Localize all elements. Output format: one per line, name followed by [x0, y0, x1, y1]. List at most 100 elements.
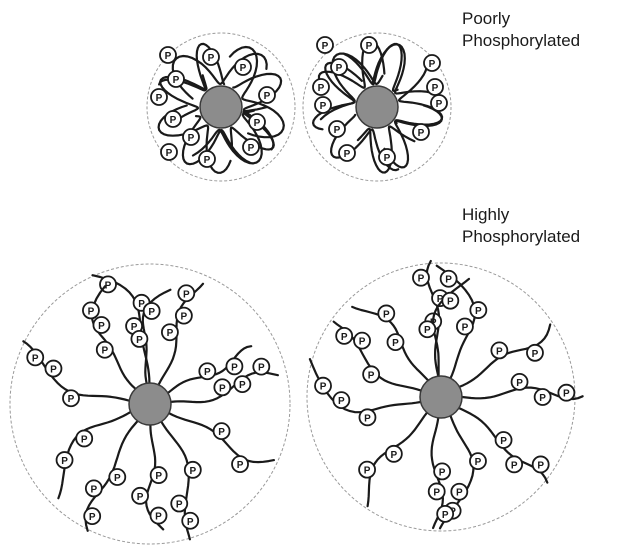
svg-text:P: P — [462, 322, 469, 333]
svg-text:P: P — [364, 413, 371, 424]
svg-text:P: P — [166, 148, 173, 159]
phosphate-group-icon: P — [97, 342, 113, 358]
phosphate-group-icon: P — [533, 456, 549, 472]
phosphate-group-icon: P — [413, 270, 429, 286]
poorly-label-line-1: Poorly — [462, 8, 580, 30]
phosphate-group-icon: P — [361, 37, 377, 53]
svg-text:P: P — [136, 335, 143, 346]
phosphate-group-icon: P — [199, 151, 215, 167]
phosphate-group-icon: P — [109, 469, 125, 485]
svg-text:P: P — [183, 289, 190, 300]
phosphate-group-icon: P — [336, 328, 352, 344]
svg-text:P: P — [167, 328, 174, 339]
phosphate-group-icon: P — [491, 342, 507, 358]
svg-text:P: P — [88, 306, 95, 317]
phosphate-group-icon: P — [84, 508, 100, 524]
phosphate-group-icon: P — [226, 358, 242, 374]
hydrophobic-core — [129, 383, 171, 425]
svg-text:P: P — [500, 436, 507, 447]
phosphate-group-icon: P — [83, 302, 99, 318]
svg-text:P: P — [61, 456, 68, 467]
svg-text:P: P — [137, 492, 144, 503]
phosphate-group-icon: P — [313, 79, 329, 95]
svg-text:P: P — [563, 389, 570, 400]
phosphate-group-icon: P — [45, 361, 61, 377]
svg-text:P: P — [98, 321, 105, 332]
svg-text:P: P — [334, 125, 341, 136]
svg-text:P: P — [204, 367, 211, 378]
svg-text:P: P — [32, 353, 39, 364]
svg-text:P: P — [433, 487, 440, 498]
svg-text:P: P — [322, 41, 329, 52]
phosphate-group-icon: P — [386, 446, 402, 462]
svg-text:P: P — [442, 510, 449, 521]
svg-text:P: P — [539, 393, 546, 404]
svg-text:P: P — [320, 382, 327, 393]
phosphate-group-icon: P — [93, 317, 109, 333]
hydrophobic-core — [200, 86, 242, 128]
svg-text:P: P — [219, 383, 226, 394]
svg-text:P: P — [254, 118, 261, 129]
phosphate-group-icon: P — [441, 271, 457, 287]
phosphate-group-icon: P — [235, 59, 251, 75]
phosphate-group-icon: P — [232, 456, 248, 472]
svg-text:P: P — [336, 63, 343, 74]
svg-text:P: P — [436, 99, 443, 110]
phosphate-group-icon: P — [151, 508, 167, 524]
phosphate-group-icon: P — [178, 285, 194, 301]
phosphate-group-icon: P — [329, 121, 345, 137]
svg-text:P: P — [156, 93, 163, 104]
svg-text:P: P — [91, 484, 98, 495]
highly-label-line-2: Phosphorylated — [462, 226, 580, 248]
svg-text:P: P — [456, 488, 463, 499]
phosphate-group-icon: P — [387, 334, 403, 350]
poorly-phosphorylated-label: Poorly Phosphorylated — [462, 8, 580, 52]
phosphate-group-icon: P — [161, 144, 177, 160]
phosphate-group-icon: P — [359, 409, 375, 425]
phosphate-group-icon: P — [431, 95, 447, 111]
phosphate-group-icon: P — [214, 423, 230, 439]
svg-text:P: P — [89, 512, 96, 523]
svg-text:P: P — [188, 133, 195, 144]
highly-phosphorylated-particle-1: PPPPPPPPPPPPPPPPPPPPPPPPPPPPPPPP — [10, 264, 290, 544]
svg-text:P: P — [392, 338, 399, 349]
svg-text:P: P — [320, 101, 327, 112]
phosphate-group-icon: P — [57, 452, 73, 468]
phosphate-group-icon: P — [378, 305, 394, 321]
svg-text:P: P — [240, 63, 247, 74]
svg-text:P: P — [81, 434, 88, 445]
phosphate-group-icon: P — [132, 488, 148, 504]
phosphate-group-icon: P — [434, 463, 450, 479]
phosphate-group-icon: P — [86, 480, 102, 496]
phosphate-group-icon: P — [379, 149, 395, 165]
svg-text:P: P — [155, 512, 162, 523]
phosphate-group-icon: P — [363, 366, 379, 382]
svg-text:P: P — [189, 466, 196, 477]
protein-chain — [92, 286, 136, 389]
svg-text:P: P — [475, 457, 482, 468]
svg-text:P: P — [364, 466, 371, 477]
phosphate-group-icon: P — [203, 49, 219, 65]
phosphate-group-icon: P — [506, 456, 522, 472]
phosphate-group-icon: P — [253, 359, 269, 375]
phosphate-group-icon: P — [317, 37, 333, 53]
svg-text:P: P — [432, 83, 439, 94]
phosphate-group-icon: P — [457, 318, 473, 334]
phosphate-group-icon: P — [339, 145, 355, 161]
svg-text:P: P — [68, 394, 75, 405]
phosphate-group-icon: P — [512, 374, 528, 390]
phosphate-group-icon: P — [424, 55, 440, 71]
svg-text:P: P — [187, 517, 194, 528]
svg-text:P: P — [496, 346, 503, 357]
phosphate-group-icon: P — [354, 333, 370, 349]
svg-text:P: P — [208, 53, 215, 64]
svg-text:P: P — [50, 365, 57, 376]
phosphate-group-icon: P — [162, 324, 178, 340]
phosphate-group-icon: P — [151, 89, 167, 105]
phosphate-group-icon: P — [76, 430, 92, 446]
phosphate-group-icon: P — [214, 379, 230, 395]
svg-text:P: P — [445, 275, 452, 286]
svg-text:P: P — [447, 297, 454, 308]
